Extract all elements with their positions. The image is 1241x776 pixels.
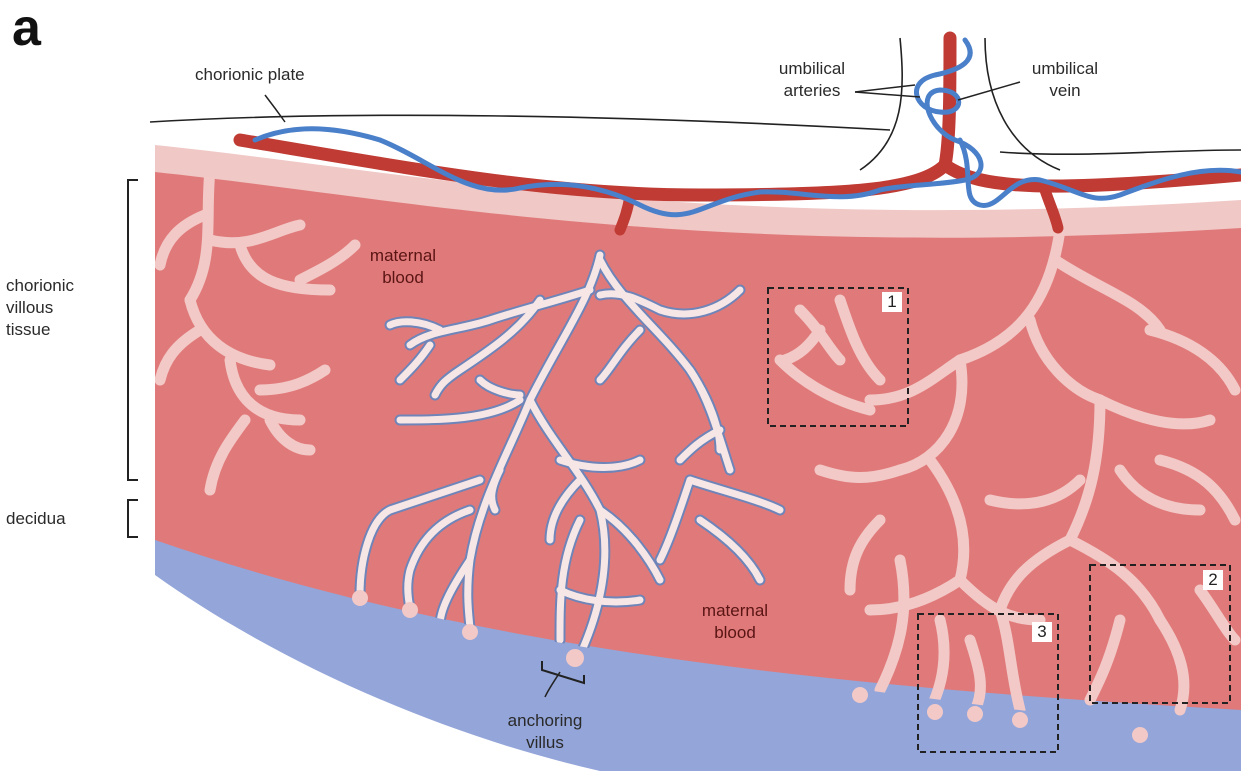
inset-box-3-number: 3	[1032, 622, 1052, 642]
label-chorionic-villous-tissue: chorionic villous tissue	[6, 275, 74, 341]
inset-box-2-number: 2	[1203, 570, 1223, 590]
label-decidua: decidua	[6, 508, 66, 530]
label-anchoring-villus: anchoring villus	[485, 710, 605, 754]
inset-box-1-number: 1	[882, 292, 902, 312]
label-umbilical-arteries: umbilical arteries	[762, 58, 862, 102]
label-chorionic-plate: chorionic plate	[195, 64, 305, 86]
chorionic-plate-line	[150, 115, 890, 130]
panel-letter: a	[12, 0, 41, 58]
villous-bracket	[128, 180, 138, 480]
label-maternal-blood-top: maternal blood	[358, 245, 448, 289]
decidua-bracket	[128, 500, 138, 537]
label-umbilical-vein: umbilical vein	[1020, 58, 1110, 102]
label-maternal-blood-bottom: maternal blood	[690, 600, 780, 644]
umbilical-cord-outline-left	[860, 38, 902, 170]
chorionic-plate-line-right	[1000, 150, 1241, 154]
